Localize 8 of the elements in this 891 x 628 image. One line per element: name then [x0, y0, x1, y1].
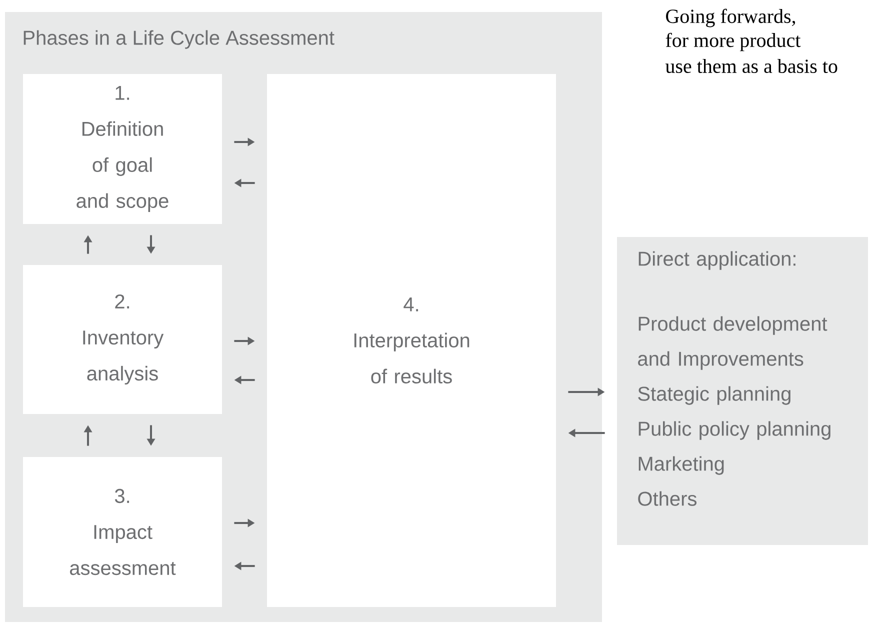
panel: Direct application: Product development and Improvements Stategic planning Public policy planning Marketing Others: [617, 237, 868, 545]
phase-box: 3. Impact assessment: [23, 457, 222, 607]
phase-box: 2. Inventory analysis: [23, 265, 222, 414]
phase-box: 4. Interpretation of results: [267, 74, 556, 607]
text-line: Going forwards,: [666, 8, 796, 28]
text-line: for more product: [666, 32, 801, 52]
phase-box: 1. Definition of goal and scope: [23, 74, 222, 224]
text-line: use them as a basis to: [665, 58, 838, 74]
